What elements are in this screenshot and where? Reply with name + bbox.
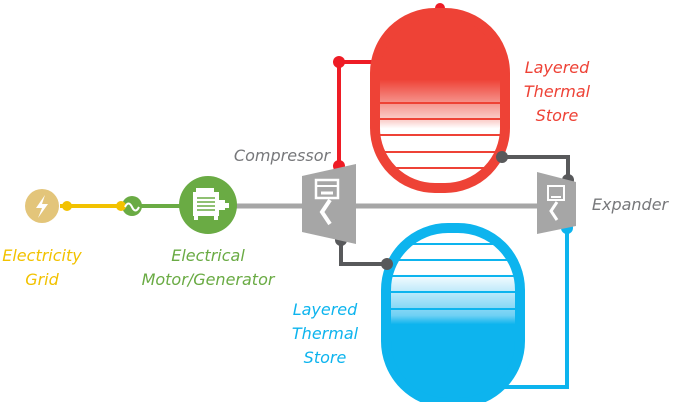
expander xyxy=(537,172,576,234)
label-line: Layered xyxy=(292,300,358,319)
lightning-bolt-icon xyxy=(25,189,72,223)
label-line: Motor/Generator xyxy=(141,270,275,289)
label-line: Thermal xyxy=(291,324,359,343)
ac-sine-icon xyxy=(116,196,142,216)
label-line: Expander xyxy=(591,195,669,214)
cold-store-label: Layered Thermal Store xyxy=(280,298,370,370)
compressor-label: Compressor xyxy=(232,144,332,168)
motor-icon xyxy=(179,176,237,234)
hot-thermal-store xyxy=(370,8,510,193)
label-line: Thermal xyxy=(523,82,591,101)
compressor xyxy=(302,164,356,244)
piston-icon xyxy=(314,178,340,226)
motor-generator-label: Electrical Motor/Generator xyxy=(130,244,286,292)
label-line: Compressor xyxy=(233,146,331,165)
label-line: Grid xyxy=(25,270,59,289)
label-line: Store xyxy=(535,106,579,125)
expander-label: Expander xyxy=(585,193,675,217)
cold-thermal-store xyxy=(381,223,525,402)
hot-store-label: Layered Thermal Store xyxy=(512,56,602,128)
electricity-grid-label: Electricity Grid xyxy=(2,244,82,292)
label-line: Layered xyxy=(524,58,590,77)
label-line: Electricity xyxy=(2,246,82,265)
label-line: Electrical xyxy=(171,246,245,265)
piston-icon xyxy=(547,185,565,221)
label-line: Store xyxy=(303,348,347,367)
